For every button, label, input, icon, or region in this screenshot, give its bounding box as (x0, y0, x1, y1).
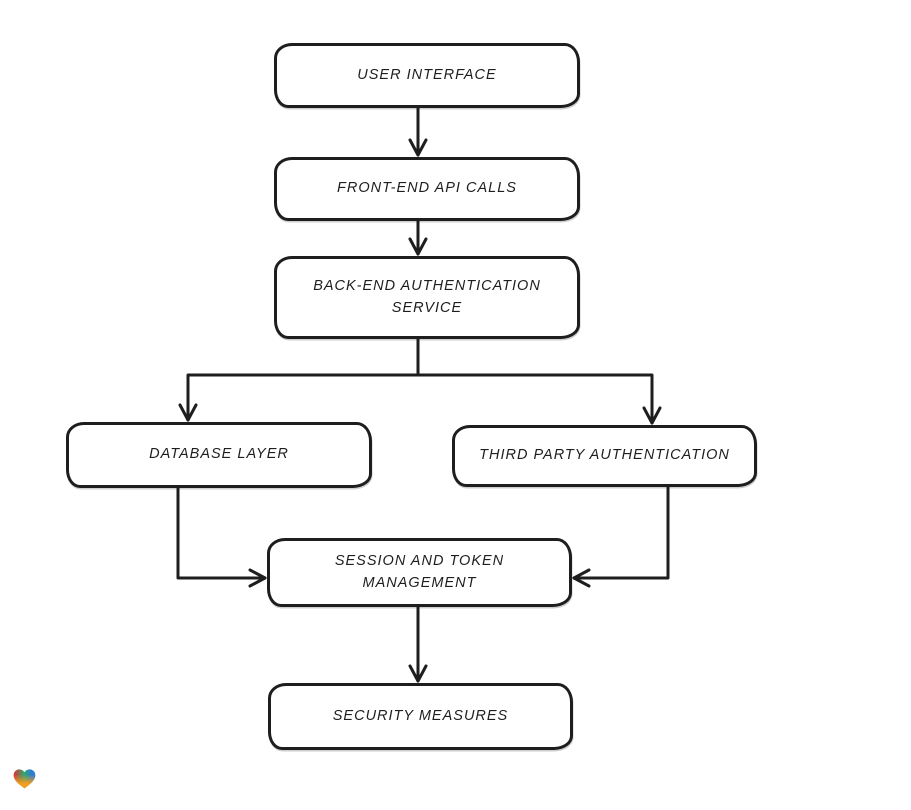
node-label: DATABASE LAYER (149, 446, 289, 463)
node-label: USER INTERFACE (357, 66, 497, 83)
node-security-measures: SECURITY MEASURES (268, 683, 573, 750)
node-label: SESSION AND TOKEN MANAGEMENT (334, 553, 505, 591)
gradient-heart-logo[interactable] (10, 763, 39, 792)
arrowhead-icon (642, 406, 662, 425)
node-third-party-authentication: THIRD PARTY AUTHENTICATION (452, 425, 757, 487)
arrowhead-icon (178, 403, 198, 422)
node-label: SECURITY MEASURES (332, 707, 509, 724)
node-session-and-token-management: SESSION AND TOKEN MANAGEMENT (267, 538, 572, 607)
edge-back-end-to-database-layer (178, 337, 420, 422)
arrowhead-icon (408, 237, 428, 256)
node-back-end-authentication-service: BACK-END AUTHENTICATION SERVICE (274, 256, 580, 339)
edge-front-end-to-back-end (408, 219, 428, 256)
edge-line (416, 337, 654, 425)
node-label: BACK-END AUTHENTICATION SERVICE (313, 278, 541, 316)
edge-database-layer-to-session (176, 486, 267, 588)
arrowhead-icon (408, 664, 428, 683)
edge-line (186, 337, 420, 422)
heart-shape-overlay (13, 769, 36, 789)
edge-line (176, 486, 267, 580)
edge-session-to-security-measures (408, 605, 428, 683)
arrowhead-icon (408, 138, 428, 157)
arrowhead-icon (572, 568, 591, 588)
node-label: FRONT-END API CALLS (337, 180, 517, 197)
node-user-interface: USER INTERFACE (274, 43, 580, 108)
edge-back-end-to-third-party (416, 337, 662, 425)
node-front-end-api-calls: FRONT-END API CALLS (274, 157, 580, 221)
edge-line (572, 485, 670, 580)
edge-third-party-to-session (572, 485, 670, 588)
node-label: THIRD PARTY AUTHENTICATION (479, 447, 730, 464)
arrowhead-icon (248, 568, 267, 588)
node-database-layer: DATABASE LAYER (66, 422, 372, 488)
edge-user-interface-to-front-end (408, 106, 428, 157)
